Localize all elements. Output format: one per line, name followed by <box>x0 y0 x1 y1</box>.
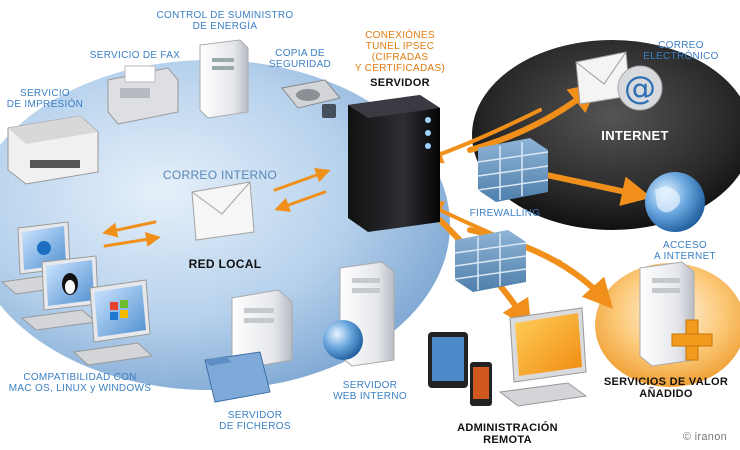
arrow-mail-left <box>102 220 157 238</box>
admin-monitor-icon <box>498 307 588 407</box>
arrow-from-server <box>274 190 327 213</box>
web-globe-icon <box>323 320 363 360</box>
plus-icon <box>671 319 713 361</box>
label-compatibilidad: COMPATIBILIDAD CON MAC OS, LINUX y WINDO… <box>8 372 152 394</box>
printer-icon <box>7 115 99 185</box>
arrow-mail-right <box>103 232 161 248</box>
label-conexiones-ipsec: CONEXIÓNES TUNEL IPSEC (CIFRADAS Y CERTI… <box>354 30 446 74</box>
firewall-bottom <box>454 230 527 292</box>
label-copia-seguridad: COPIA DE SEGURIDAD <box>268 48 332 70</box>
fax-machine-icon <box>107 65 179 125</box>
tablet-icon <box>428 332 468 388</box>
svg-text:@: @ <box>624 69 656 107</box>
arrow-to-server <box>273 167 331 192</box>
label-servidor-ficheros: SERVIDOR DE FICHEROS <box>219 410 291 432</box>
label-correo-interno: CORREO INTERNO <box>162 168 278 182</box>
label-firewalling: FIREWALLING <box>469 208 541 219</box>
arrow-from-addon <box>422 201 562 264</box>
label-copyright: © iranon <box>682 431 728 443</box>
backup-drive-icon <box>281 79 341 118</box>
central-server <box>348 95 440 232</box>
internal-mail-icon <box>191 181 255 241</box>
label-internet: INTERNET <box>601 128 669 143</box>
ups-icon <box>199 39 249 119</box>
arrow-to-email <box>467 82 600 153</box>
label-servidor: SERVIDOR <box>370 77 430 89</box>
label-servicio-fax: SERVICIO DE FAX <box>89 50 181 61</box>
label-administracion-remota: ADMINISTRACIÓN REMOTA <box>457 422 558 446</box>
label-acceso-internet: ACCESO A INTERNET <box>654 240 716 262</box>
arrow-from-email <box>422 108 542 164</box>
linux-computer-icon <box>20 255 99 331</box>
label-servidor-web: SERVIDOR WEB INTERNO <box>333 380 407 402</box>
label-servicios-valor: SERVICIOS DE VALOR AÑADIDO <box>603 376 729 400</box>
at-sign-icon: @ <box>617 65 663 111</box>
phone-icon <box>470 362 492 406</box>
internet-globe-icon <box>645 172 705 232</box>
label-correo-electronico: CORREO ELECTRÓNICO <box>643 40 719 62</box>
windows-computer-icon <box>72 279 154 366</box>
firewall-top <box>477 138 549 202</box>
label-control-suministro: CONTROL DE SUMINISTRO DE ENERGÍA <box>156 10 294 32</box>
folder-icon <box>204 351 271 403</box>
label-red-local: RED LOCAL <box>188 257 262 271</box>
label-servicio-impresion: SERVICIO DE IMPRESIÓN <box>6 88 84 110</box>
